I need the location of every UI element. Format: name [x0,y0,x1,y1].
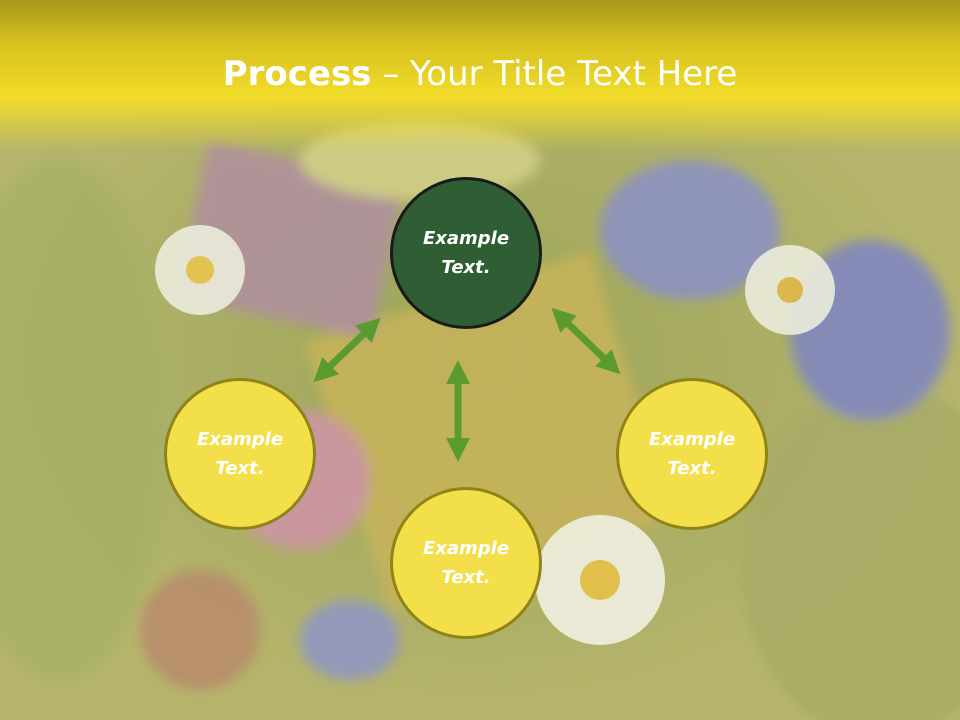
node-right-label: Example Text. [648,429,736,479]
arrow-top-right [551,307,621,375]
title-band [0,0,960,150]
arrow-top-left [313,317,381,383]
node-bottom: Example Text. [390,487,542,639]
node-left-label: Example Text. [196,429,284,479]
node-bottom-label: Example Text. [422,538,510,588]
node-left: Example Text. [164,378,316,530]
title-bold: Process [222,54,372,94]
title-rest: – Your Title Text Here [371,54,738,94]
node-top-label: Example Text. [422,228,510,278]
slide-title: Process – Your Title Text Here [0,52,960,96]
node-right: Example Text. [616,378,768,530]
node-top: Example Text. [390,177,542,329]
